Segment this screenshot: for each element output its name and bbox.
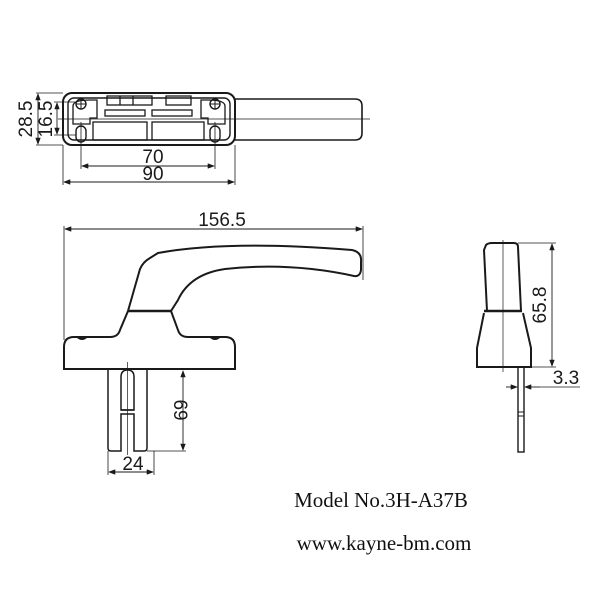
side-base — [476, 312, 532, 368]
dim-label-16-5: 16.5 — [36, 101, 57, 138]
screw-head-right — [209, 337, 221, 340]
dim-label-70: 70 — [142, 147, 163, 168]
top-view: 28.5 16.5 70 90 — [16, 92, 370, 185]
dim-156-5: 156.5 — [63, 210, 364, 340]
screw-hole-top-right — [209, 98, 221, 110]
dim-70: 70 — [80, 146, 216, 169]
dim-69: 69 — [147, 370, 190, 452]
dim-24: 24 — [107, 451, 155, 475]
slot-hole-left — [75, 122, 87, 146]
side-view: 65.8 3.3 — [476, 240, 580, 453]
dim-28-5: 28.5 — [16, 92, 63, 146]
dim-label-3-3: 3.3 — [553, 368, 579, 389]
website-url: www.kayne-bm.com — [297, 531, 472, 555]
dim-label-24: 24 — [122, 454, 144, 475]
handle-base — [63, 310, 236, 370]
dim-label-156-5: 156.5 — [198, 210, 246, 231]
side-lever — [482, 242, 523, 312]
dim-65-8: 65.8 — [518, 242, 556, 368]
dim-16-5: 16.5 — [36, 101, 76, 138]
dim-label-28-5: 28.5 — [16, 101, 37, 138]
slot-hole-right — [209, 122, 221, 146]
dim-label-65-8: 65.8 — [530, 287, 551, 324]
top-view-lever — [234, 98, 363, 141]
dim-label-90: 90 — [142, 164, 163, 185]
screw-head-left — [76, 337, 88, 340]
front-view: 156.5 69 24 — [63, 210, 364, 475]
dim-90: 90 — [62, 145, 236, 185]
handle-lever — [127, 244, 363, 312]
dim-label-69: 69 — [169, 399, 190, 420]
spindle — [107, 362, 148, 455]
model-number: Model No.3H-A37B — [294, 488, 468, 512]
plate-pockets — [72, 95, 226, 141]
dim-3-3: 3.3 — [506, 367, 580, 392]
side-spindle — [517, 366, 525, 453]
